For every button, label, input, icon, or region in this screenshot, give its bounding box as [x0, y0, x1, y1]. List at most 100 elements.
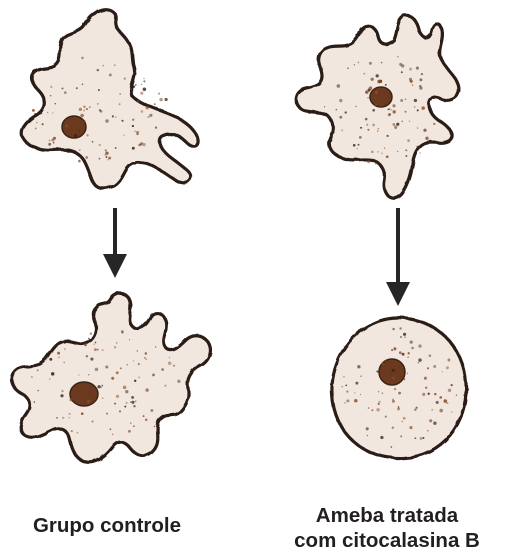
- granule-dot: [143, 88, 147, 92]
- granule-dot: [339, 116, 342, 119]
- granule-dot: [446, 402, 448, 404]
- granule-dot: [367, 129, 369, 131]
- granule-dot: [417, 109, 419, 111]
- granule-dot: [337, 84, 341, 88]
- granule-dot: [37, 369, 39, 371]
- granule-dot: [451, 411, 452, 412]
- granule-dot: [391, 349, 393, 351]
- granule-dot: [358, 62, 360, 64]
- granule-dot: [161, 368, 164, 371]
- granule-dot: [422, 437, 424, 439]
- granule-dot: [76, 87, 78, 89]
- granule-dot: [400, 336, 402, 338]
- granule-dot: [390, 109, 391, 110]
- granule-dot: [158, 93, 160, 95]
- granule-dot: [411, 347, 414, 350]
- granule-dot: [35, 128, 37, 130]
- granule-dot: [134, 131, 136, 133]
- granule-dot: [156, 107, 158, 109]
- granule-dot: [48, 143, 51, 146]
- granule-dot: [78, 160, 81, 163]
- granule-dot: [412, 84, 413, 85]
- granule-dot: [422, 393, 425, 396]
- granule-dot: [88, 374, 89, 375]
- granule-dot: [366, 427, 369, 430]
- granule-dot: [42, 123, 44, 125]
- granule-dot: [410, 80, 413, 83]
- granule-dot: [95, 368, 99, 372]
- granule-dot: [342, 386, 344, 388]
- granule-dot: [433, 422, 436, 425]
- granule-dot: [169, 357, 170, 358]
- nucleus: [70, 382, 98, 406]
- granule-dot: [146, 359, 147, 360]
- granule-dot: [89, 106, 91, 108]
- granule-dot: [136, 131, 139, 134]
- granule-dot: [135, 84, 137, 86]
- granule-dot: [384, 148, 385, 149]
- granule-dot: [356, 148, 357, 149]
- granule-dot: [168, 362, 172, 366]
- granule-dot: [95, 342, 97, 344]
- granule-dot: [388, 108, 390, 110]
- granule-dot: [367, 435, 368, 436]
- granule-dot: [155, 346, 156, 347]
- amoeba-irregular-icon: [12, 293, 211, 462]
- granule-dot: [353, 144, 356, 147]
- granule-dot: [409, 68, 412, 71]
- granule-dot: [138, 144, 141, 147]
- granule-dot: [64, 348, 66, 350]
- granule-dot: [108, 157, 111, 160]
- granule-dot: [385, 84, 387, 86]
- control-amoeba-after: [12, 293, 211, 462]
- granule-dot: [377, 130, 379, 132]
- granule-dot: [51, 138, 54, 141]
- granule-dot: [402, 364, 404, 366]
- granule-dot: [78, 374, 79, 375]
- granule-dot: [414, 99, 417, 102]
- granule-dot: [377, 151, 378, 152]
- granule-dot: [380, 105, 381, 106]
- granule-dot: [159, 98, 162, 101]
- granule-dot: [132, 119, 134, 121]
- granule-dot: [410, 341, 413, 344]
- granule-dot: [393, 347, 396, 350]
- granule-dot: [434, 393, 436, 395]
- granule-dot: [110, 428, 112, 430]
- granule-dot: [145, 419, 148, 422]
- granule-dot: [392, 400, 395, 403]
- granule-dot: [143, 415, 145, 417]
- granule-dot: [155, 126, 157, 128]
- granule-dot: [419, 86, 422, 89]
- granule-dot: [396, 123, 399, 126]
- granule-dot: [386, 135, 388, 137]
- granule-dot: [369, 62, 372, 65]
- granule-dot: [360, 394, 361, 395]
- granule-dot: [34, 401, 36, 403]
- granule-dot: [378, 391, 379, 392]
- granule-dot: [401, 71, 403, 73]
- granule-dot: [83, 106, 85, 108]
- granule-dot: [378, 401, 380, 403]
- granule-dot: [133, 425, 135, 427]
- granule-dot: [106, 156, 108, 158]
- granule-dot: [343, 376, 344, 377]
- granule-dot: [137, 350, 139, 352]
- granule-dot: [442, 371, 443, 372]
- granule-dot: [86, 355, 88, 357]
- granule-dot: [381, 153, 383, 155]
- granule-dot: [456, 395, 457, 396]
- arrow-down-icon: [103, 254, 127, 278]
- granule-dot: [345, 111, 347, 113]
- granule-dot: [416, 67, 419, 70]
- granule-dot: [69, 417, 70, 418]
- granule-dot: [355, 382, 358, 385]
- granule-dot: [324, 106, 325, 107]
- granule-dot: [384, 361, 386, 363]
- granule-dot: [126, 402, 128, 404]
- granule-dot: [152, 373, 155, 376]
- granule-dot: [405, 111, 407, 113]
- granule-dot: [120, 93, 121, 94]
- granule-dot: [367, 160, 370, 163]
- granule-dot: [114, 64, 116, 66]
